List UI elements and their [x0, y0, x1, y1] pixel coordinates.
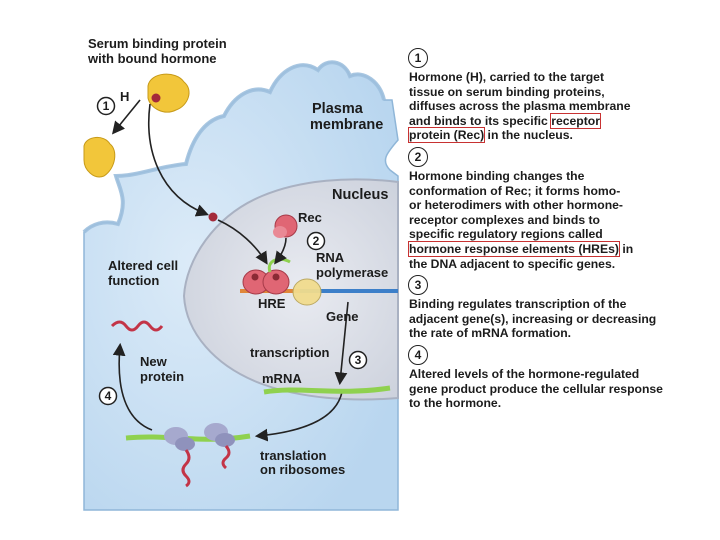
step-4: 4 Altered levels of the hormone-regulate… — [400, 344, 716, 411]
svg-text:4: 4 — [105, 389, 112, 403]
highlight-protein-rec: protein (Rec) — [407, 127, 486, 144]
diagram-step-1: 1 — [96, 96, 116, 116]
nascent-polypeptide — [181, 449, 191, 488]
step-4-text: Altered levels of the hormone-regulated … — [409, 366, 663, 411]
step-3-text: Binding regulates transcription of the a… — [409, 297, 657, 341]
step-2-number: 2 — [408, 146, 428, 167]
highlight-hre: hormone response elements (HREs) — [408, 240, 620, 257]
hormone-molecule — [208, 212, 218, 222]
arrow-diffuse — [148, 103, 209, 217]
ribosome — [204, 423, 235, 447]
receptor-dimer — [242, 269, 290, 295]
steps-panel: 1 Hormone (H), carried to the target tis… — [400, 44, 716, 411]
step-2: 2 Hormone binding changes the conformati… — [400, 146, 716, 271]
step-1-text: Hormone (H), carried to the target tissu… — [407, 70, 631, 144]
svg-text:1: 1 — [103, 99, 110, 113]
label-plasma-1: Plasma — [312, 101, 364, 117]
highlight-receptor: receptor — [550, 112, 601, 129]
label-gene: Gene — [326, 309, 359, 324]
mrna-strand — [263, 385, 391, 395]
step-1-number: 1 — [408, 48, 428, 68]
label-translation-1: translation — [260, 448, 327, 463]
label-rna-1: RNA — [316, 250, 345, 265]
label-new-protein-2: protein — [140, 369, 184, 384]
label-new-protein-1: New — [140, 354, 168, 369]
label-altered-1: Altered cell — [108, 258, 178, 273]
diagram-step-2: 2 — [306, 231, 326, 251]
arrow-translation — [254, 391, 343, 442]
arrow-release — [111, 99, 141, 135]
diagram-step-3: 3 — [348, 350, 368, 370]
arrow-rec-binding — [274, 237, 287, 265]
label-plasma-2: membrane — [310, 117, 383, 133]
nascent-polypeptide — [221, 445, 231, 470]
label-altered-2: function — [108, 273, 159, 288]
new-protein-coil — [110, 320, 164, 332]
serum-binding-protein-free — [83, 137, 116, 178]
serum-binding-protein-bound — [147, 73, 190, 113]
svg-text:3: 3 — [355, 353, 362, 367]
label-hormone: H — [120, 89, 129, 104]
step-3: 3 Binding regulates transcription of the… — [400, 275, 716, 341]
step-1: 1 Hormone (H), carried to the target tis… — [400, 48, 716, 144]
label-transcription: transcription — [250, 345, 330, 360]
step-2-text: Hormone binding changes the conformation… — [408, 168, 634, 271]
step-3-number: 3 — [408, 275, 428, 296]
label-rec: Rec — [298, 210, 322, 225]
label-nucleus: Nucleus — [332, 187, 388, 203]
ribosome — [164, 427, 195, 451]
diagram-step-4: 4 — [98, 386, 118, 406]
arrow-new-protein — [112, 342, 153, 431]
arrow-to-nucleus — [217, 219, 268, 265]
label-translation-2: on ribosomes — [260, 462, 345, 477]
label-rna-2: polymerase — [316, 265, 388, 280]
plasma-membrane — [82, 60, 386, 234]
free-receptor — [273, 214, 298, 238]
rna-polymerase — [292, 278, 322, 306]
label-hre: HRE — [258, 296, 286, 311]
label-serum-protein-1: Serum binding protein — [88, 36, 227, 51]
label-mrna: mRNA — [262, 371, 302, 386]
svg-text:2: 2 — [313, 234, 320, 248]
label-serum-protein-2: with bound hormone — [87, 51, 217, 66]
step-4-number: 4 — [408, 344, 428, 365]
arrow-transcription — [334, 301, 349, 386]
